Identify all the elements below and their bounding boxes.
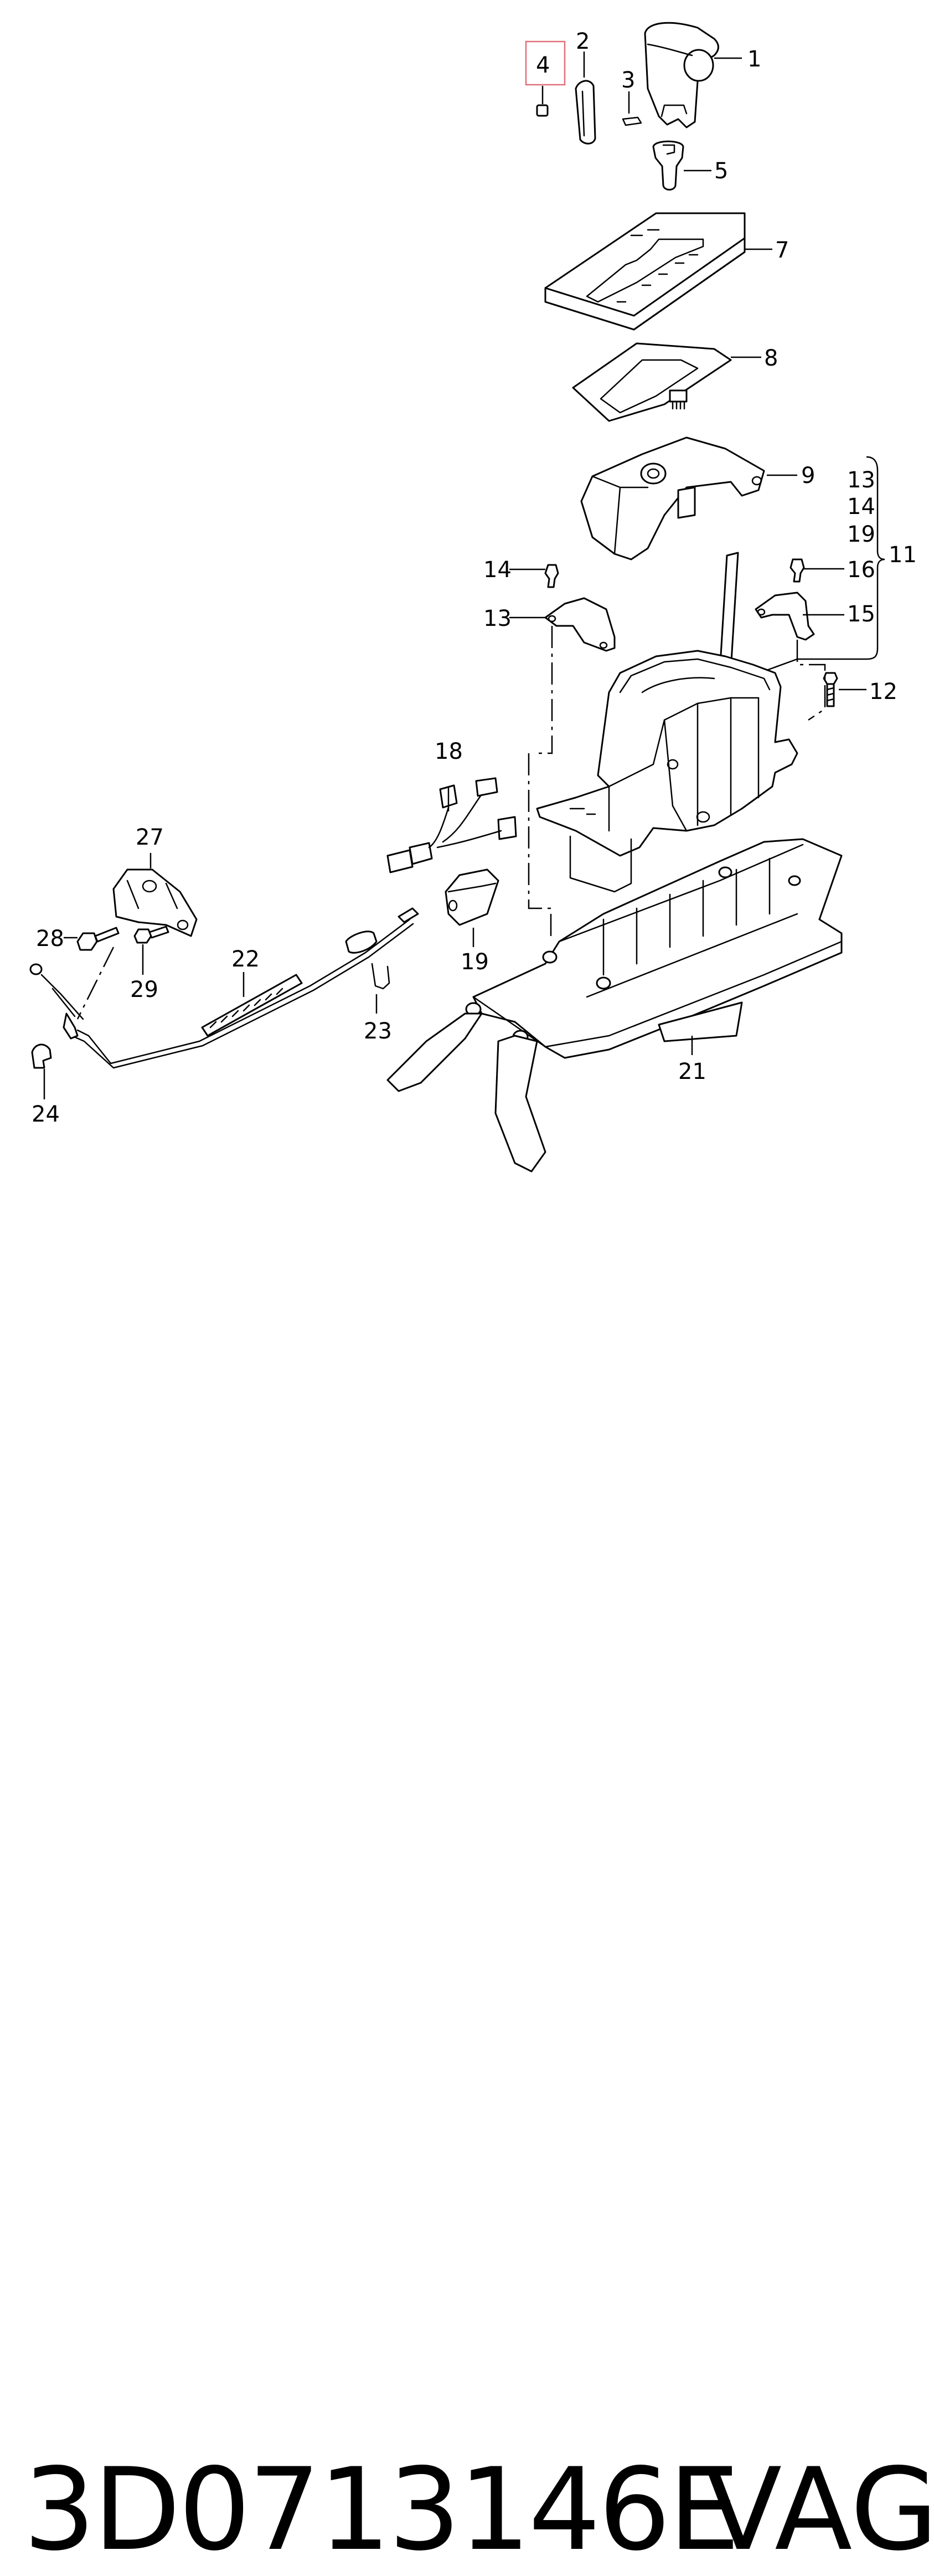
part-trim-strip (575, 80, 596, 145)
callout-11: 11 (889, 542, 917, 568)
callout-23: 23 (364, 1019, 392, 1044)
callout-19: 19 (461, 949, 489, 975)
part-indicator-plate (572, 342, 732, 422)
callout-18: 18 (435, 739, 463, 764)
part-bracket-right (755, 558, 815, 641)
footer: 3D0713146E VAG (0, 1213, 934, 2567)
callout-19-list: 19 (847, 522, 875, 547)
part-switch (445, 868, 499, 926)
part-shift-mechanism (536, 552, 798, 893)
callout-27: 27 (136, 825, 164, 850)
callout-13: 13 (483, 606, 512, 631)
callout-highlight-box (525, 40, 566, 86)
callout-7: 7 (775, 238, 789, 263)
part-cable-bracket (112, 868, 198, 937)
callout-4: 4 (536, 53, 550, 78)
part-selector-cover (544, 212, 746, 331)
callout-29: 29 (130, 977, 158, 1002)
callout-21: 21 (678, 1059, 706, 1084)
callout-28: 28 (36, 926, 64, 952)
part-shaft-insert (652, 140, 684, 191)
callout-9: 9 (801, 463, 815, 489)
part-base-tray (386, 838, 843, 1173)
part-bolt-28 (76, 927, 120, 951)
callout-8: 8 (764, 346, 778, 371)
part-upper-housing (580, 436, 765, 561)
leader-lines (43, 52, 885, 1099)
part-shift-knob (644, 22, 719, 128)
callout-14-list: 14 (847, 494, 875, 520)
callout-12: 12 (869, 679, 897, 705)
part-cable-clip (31, 1043, 52, 1069)
part-clip (622, 116, 642, 126)
callout-15: 15 (847, 601, 875, 627)
callout-22: 22 (231, 947, 260, 972)
part-bracket-left (544, 564, 616, 652)
assembly-lines (76, 626, 826, 1020)
callout-5: 5 (714, 158, 728, 184)
callout-labels: 1 2 3 4 5 7 8 9 13 14 19 11 14 16 13 15 … (32, 29, 917, 1127)
callout-3: 3 (621, 68, 635, 93)
brand-name: VAG (704, 2444, 934, 2576)
part-small-cap (536, 104, 549, 117)
part-bolt (823, 672, 838, 707)
callout-16: 16 (847, 557, 875, 583)
part-selector-cable (29, 907, 419, 1069)
callout-2: 2 (576, 29, 590, 54)
part-bolt-29 (133, 925, 169, 944)
callout-13-list: 13 (847, 467, 875, 493)
part-number: 3D0713146E (23, 2444, 740, 2576)
part-retaining-clip (371, 963, 390, 990)
callout-24: 24 (32, 1102, 60, 1127)
callout-1: 1 (747, 47, 761, 72)
exploded-parts-diagram: 1 2 3 4 5 7 8 9 13 14 19 11 14 16 13 15 … (0, 0, 934, 1207)
callout-14: 14 (483, 557, 512, 583)
part-wiring-harness (386, 777, 517, 873)
